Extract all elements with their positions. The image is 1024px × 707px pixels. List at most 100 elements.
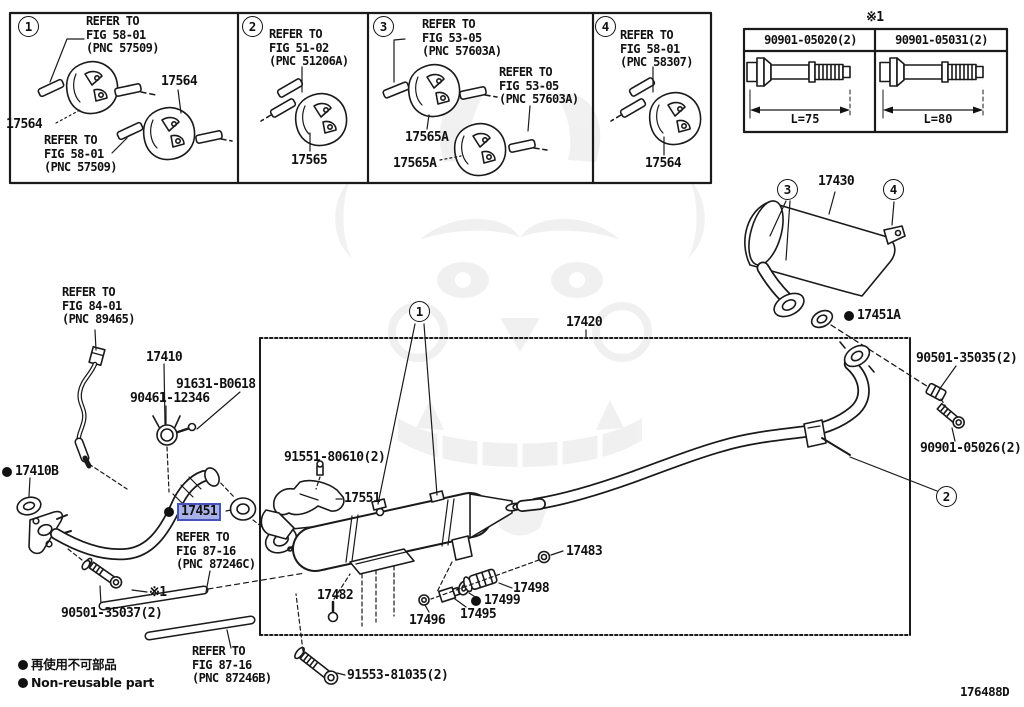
part-label-90501-35035[interactable]: 90501-35035(2): [916, 351, 1018, 366]
bolt-drawing-left: [746, 57, 851, 119]
refer-line: REFER TO: [44, 133, 98, 147]
refer-note-box2: REFER TO FIG 51-02 (PNC 51206A): [269, 27, 349, 69]
refer-note-box1-top: REFER TO FIG 58-01 (PNC 57509): [86, 14, 159, 56]
part-label-91631[interactable]: 91631-B0618: [176, 377, 256, 392]
callout-1-main[interactable]: 1: [409, 301, 430, 322]
refer-note-box3-b: REFER TO FIG 53-05 (PNC 57603A): [499, 65, 579, 107]
part-label-17564-b[interactable]: 17564: [6, 117, 43, 132]
non-reusable-dot-icon: [844, 310, 854, 321]
callout-3-box[interactable]: 3: [373, 16, 394, 37]
part-label-17451-selected[interactable]: 17451: [177, 503, 222, 521]
callout-leader-lines: [377, 323, 587, 505]
callout-3-main[interactable]: 3: [777, 179, 798, 200]
table-header-bolt-2[interactable]: 90901-05031(2): [895, 33, 988, 47]
refer-line: REFER TO: [62, 285, 116, 299]
part-label-17565A-b[interactable]: 17565A: [393, 156, 437, 171]
part-label-17483[interactable]: 17483: [566, 544, 603, 559]
refer-line: REFER TO: [86, 14, 140, 28]
refer-line: REFER TO: [176, 530, 230, 544]
refer-line: (PNC 89465): [62, 312, 135, 326]
part-label-17565A-a[interactable]: 17565A: [405, 130, 449, 145]
legend-text-jp: 再使用不可部品: [31, 657, 117, 672]
refer-line: (PNC 87246C): [176, 557, 256, 571]
callout-2-box[interactable]: 2: [242, 16, 263, 37]
top-row-borders: [8, 11, 713, 185]
part-label-17499-wrap: 17499: [471, 593, 521, 608]
part-label-17564-a[interactable]: 17564: [161, 74, 198, 89]
part-label-17410[interactable]: 17410: [146, 350, 183, 365]
refer-line: FIG 58-01: [86, 27, 146, 42]
refer-line: REFER TO: [192, 644, 246, 658]
small-parts-art: [294, 550, 564, 685]
callout-4-box[interactable]: 4: [595, 16, 616, 37]
non-reusable-dot-icon: [18, 677, 28, 688]
refer-note-fig84: REFER TO FIG 84-01 (PNC 89465): [62, 285, 135, 327]
refer-line: REFER TO: [269, 27, 323, 41]
part-label-90461[interactable]: 90461-12346: [130, 391, 210, 406]
part-label-91553[interactable]: 91553-81035(2): [347, 668, 449, 683]
refer-note-fig8716b: REFER TO FIG 87-16 (PNC 87246B): [192, 644, 272, 686]
refer-line: FIG 53-05: [499, 78, 559, 93]
refer-line: REFER TO: [620, 28, 674, 42]
non-reusable-dot-icon: [164, 507, 174, 517]
refer-line: FIG 87-16: [176, 543, 236, 558]
part-label-17420[interactable]: 17420: [566, 315, 603, 330]
part-label-90901-05026[interactable]: 90901-05026(2): [920, 441, 1022, 456]
refer-line: (PNC 87246B): [192, 671, 272, 685]
main-diagram-frame: [259, 337, 911, 636]
tail-pipe-art: [529, 341, 938, 511]
refer-line: FIG 87-16: [192, 657, 252, 672]
non-reusable-dot-icon: [471, 595, 481, 606]
table-note-ref: ※1: [866, 10, 884, 25]
callout-4-main[interactable]: 4: [883, 179, 904, 200]
refer-line: (PNC 57603A): [499, 92, 579, 106]
bolt-drawing-right: [879, 57, 984, 119]
refer-line: FIG 84-01: [62, 298, 122, 313]
part-label-17430[interactable]: 17430: [818, 174, 855, 189]
refer-note-fig8716c: REFER TO FIG 87-16 (PNC 87246C): [176, 530, 256, 572]
part-label-17451A-wrap: 17451A: [844, 308, 901, 323]
part-label-17551[interactable]: 17551: [344, 491, 381, 506]
refer-line: REFER TO: [499, 65, 553, 79]
right-fasteners-art: [925, 365, 965, 442]
refer-line: (PNC 57509): [44, 160, 117, 174]
refer-line: (PNC 51206A): [269, 54, 349, 68]
bolt-length-2: L=80: [923, 112, 953, 126]
box3-hanger-art: [381, 38, 548, 177]
refer-line: FIG 53-05: [422, 30, 482, 45]
front-pipe-art: [16, 329, 241, 606]
part-label-17495[interactable]: 17495: [460, 607, 497, 622]
part-label-17496[interactable]: 17496: [409, 613, 446, 628]
part-label-17482[interactable]: 17482: [317, 588, 354, 603]
refer-line: (PNC 57509): [86, 41, 159, 55]
part-label-17565[interactable]: 17565: [291, 153, 328, 168]
part-label-91551[interactable]: 91551-80610(2): [284, 450, 386, 465]
part-label-90501-35037[interactable]: 90501-35037(2): [61, 606, 163, 621]
legend-row-jp: 再使用不可部品: [18, 657, 117, 672]
callout-2-main[interactable]: 2: [936, 486, 957, 507]
box2-hanger-art: [260, 66, 348, 152]
callout-1-box[interactable]: 1: [18, 16, 39, 37]
bolt-table-borders: [742, 27, 1009, 134]
table-header-bolt-1[interactable]: 90901-05020(2): [764, 33, 857, 47]
part-label-17451-wrap: 17451: [164, 503, 222, 521]
refer-note-box1-bottom: REFER TO FIG 58-01 (PNC 57509): [44, 133, 117, 175]
non-reusable-dot-icon: [2, 466, 12, 477]
part-label-17451A[interactable]: 17451A: [857, 308, 901, 323]
part-label-17410B[interactable]: 17410B: [15, 464, 59, 479]
legend-row-en: Non-reusable part: [18, 675, 154, 690]
part-label-17499[interactable]: 17499: [484, 593, 521, 608]
refer-line: (PNC 58307): [620, 55, 693, 69]
refer-line: FIG 58-01: [44, 146, 104, 161]
legend-text-en: Non-reusable part: [31, 675, 155, 690]
doc-number: 176488D: [960, 684, 1010, 699]
part-label-17564-c[interactable]: 17564: [645, 156, 682, 171]
refer-line: (PNC 57603A): [422, 44, 502, 58]
refer-line: REFER TO: [422, 17, 476, 31]
converter-art: [215, 460, 546, 627]
refer-line: FIG 58-01: [620, 41, 680, 56]
non-reusable-dot-icon: [18, 659, 28, 670]
part-label-17498[interactable]: 17498: [513, 581, 550, 596]
part-label-17410B-wrap: 17410B: [2, 464, 59, 479]
